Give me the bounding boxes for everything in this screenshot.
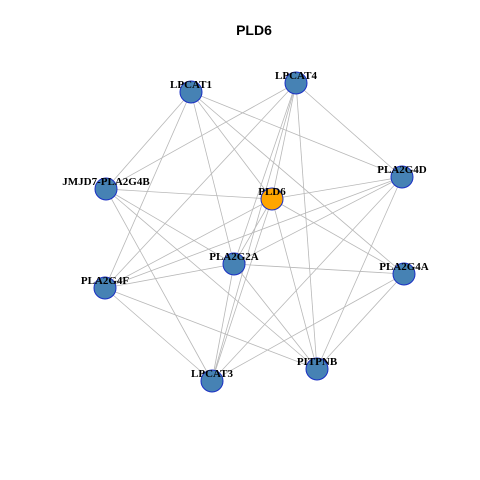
edge-pitpnb-pld6 <box>271 198 318 370</box>
node-jmjd7-pla2g4b[interactable] <box>94 177 118 201</box>
node-pla2g4f[interactable] <box>93 276 117 300</box>
node-pla2g4a[interactable] <box>392 262 416 286</box>
node-pla2g4d[interactable] <box>390 165 414 189</box>
node-label-jmjd7-pla2g4b: JMJD7-PLA2G4B <box>62 176 150 188</box>
node-label-lpcat4: LPCAT4 <box>275 70 317 82</box>
edge-pla2g4d-lpcat3 <box>211 176 403 382</box>
edge-lpcat1-pld6 <box>190 91 273 200</box>
edge-lpcat3-pld6 <box>211 198 273 382</box>
edge-lpcat4-pla2g4d <box>295 82 403 178</box>
edge-layer <box>104 82 405 382</box>
node-pla2g2a[interactable] <box>222 252 246 276</box>
edge-pla2g4d-pitpnb <box>316 176 403 370</box>
edge-lpcat1-pla2g4f <box>104 91 192 289</box>
node-pitpnb[interactable] <box>305 357 329 381</box>
edge-lpcat4-jmjd7-pla2g4b <box>105 82 297 190</box>
edge-jmjd7-pla2g4b-pld6 <box>105 188 273 200</box>
node-lpcat4[interactable] <box>284 71 308 95</box>
edge-pla2g2a-pla2g4f <box>104 263 235 289</box>
edge-lpcat1-pla2g4a <box>190 91 405 275</box>
edge-lpcat1-jmjd7-pla2g4b <box>105 91 192 190</box>
edge-pla2g4a-pld6 <box>271 198 405 275</box>
edge-pla2g4d-pla2g2a <box>233 176 403 265</box>
edge-jmjd7-pla2g4b-pitpnb <box>105 188 318 370</box>
graph-title: PLD6 <box>236 22 272 38</box>
node-label-pitpnb: PITPNB <box>297 356 338 368</box>
edge-pla2g4f-pld6 <box>104 198 273 289</box>
edge-pla2g2a-lpcat3 <box>211 263 235 382</box>
node-lpcat1[interactable] <box>179 80 203 104</box>
node-label-lpcat3: LPCAT3 <box>191 368 233 380</box>
node-label-pla2g4f: PLA2G4F <box>81 275 130 287</box>
edge-lpcat1-pla2g4d <box>190 91 403 178</box>
edge-pla2g4d-pla2g4f <box>104 176 403 289</box>
edge-jmjd7-pla2g4b-lpcat3 <box>105 188 213 382</box>
node-lpcat3[interactable] <box>200 369 224 393</box>
node-label-pla2g4d: PLA2G4D <box>377 164 427 176</box>
node-layer <box>93 71 416 393</box>
edge-pla2g2a-pld6 <box>233 198 273 265</box>
edge-pla2g4d-pld6 <box>271 176 403 200</box>
node-label-lpcat1: LPCAT1 <box>170 79 212 91</box>
edge-lpcat1-pla2g2a <box>190 91 235 265</box>
node-pld6[interactable] <box>260 187 284 211</box>
edge-pla2g4a-lpcat3 <box>211 273 405 382</box>
edge-lpcat4-pla2g2a <box>233 82 297 265</box>
edge-pla2g4a-pitpnb <box>316 273 405 370</box>
node-label-pla2g2a: PLA2G2A <box>209 251 259 263</box>
edge-lpcat4-pitpnb <box>295 82 318 370</box>
edge-pla2g4f-pitpnb <box>104 287 318 370</box>
node-label-pld6: PLD6 <box>258 186 286 198</box>
edge-lpcat4-pld6 <box>271 82 297 200</box>
edge-pla2g2a-pitpnb <box>233 263 318 370</box>
edge-jmjd7-pla2g4b-pla2g2a <box>105 188 235 265</box>
edge-pla2g4f-lpcat3 <box>104 287 213 382</box>
edge-lpcat4-pla2g4f <box>104 82 297 289</box>
edge-pla2g2a-pla2g4a <box>233 263 405 275</box>
node-label-pla2g4a: PLA2G4A <box>379 261 429 273</box>
